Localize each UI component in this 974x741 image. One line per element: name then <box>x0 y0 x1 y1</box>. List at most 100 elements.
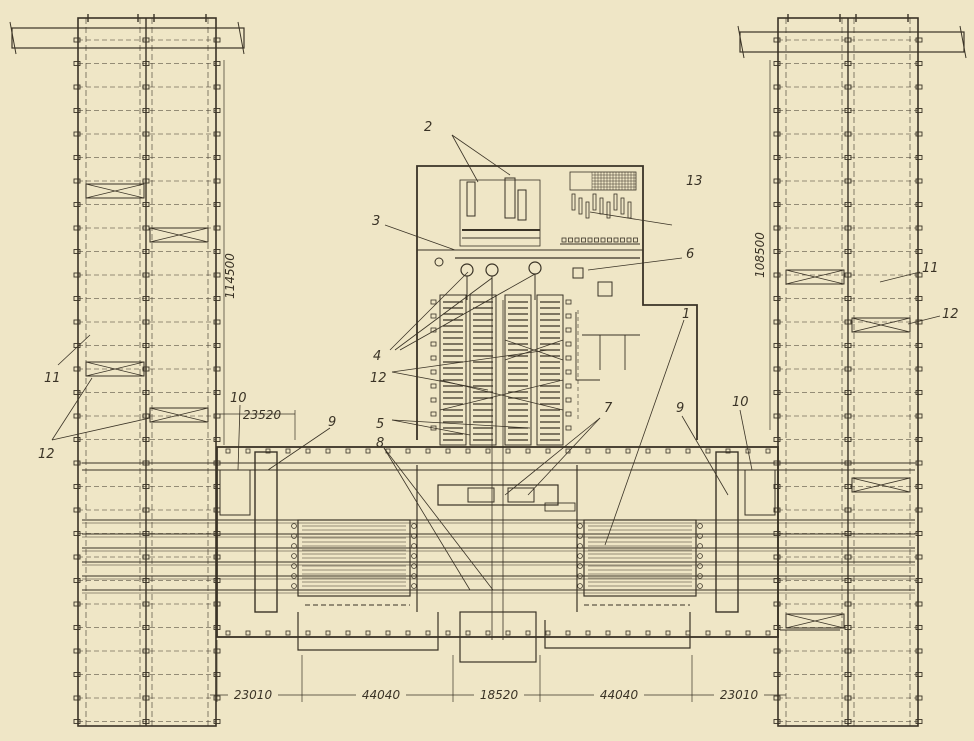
leader-9-left <box>267 427 331 471</box>
column-20-a <box>773 507 781 513</box>
bottom-dim-5: 23010 <box>720 688 759 702</box>
column-25-b <box>844 625 852 630</box>
column-3-c <box>213 108 221 113</box>
right-wing-column-grid <box>773 14 923 724</box>
callout-1: 1 <box>682 307 690 322</box>
hall-column-bottom <box>485 630 491 636</box>
column-4-c <box>213 131 221 137</box>
battery-door-right <box>697 563 703 569</box>
column-0-b <box>142 37 150 43</box>
column-11-c <box>915 296 923 301</box>
column-9-a <box>73 249 81 254</box>
column-2-b <box>844 84 852 90</box>
column-10-a <box>773 272 781 278</box>
hall-column-top <box>665 448 671 454</box>
shaft-column-right <box>565 313 572 319</box>
hall-column-bottom <box>545 630 551 636</box>
column-4-c <box>915 131 923 137</box>
callout-11-left: 11 <box>44 371 61 386</box>
bottom-dim-1: 23010 <box>234 688 273 702</box>
shaft-1 <box>469 294 497 446</box>
main-horizontal-hall <box>82 300 915 663</box>
column-17-b <box>844 437 852 442</box>
column-20-c <box>915 507 923 513</box>
hall-column-bottom <box>265 630 271 636</box>
column-10-a <box>73 272 81 278</box>
leader-10-left <box>237 404 241 471</box>
hall-column-bottom <box>765 630 771 636</box>
leader-8b <box>383 447 471 591</box>
column-3-c <box>915 108 923 113</box>
battery-door-right <box>697 523 703 529</box>
column-27-a <box>73 672 81 677</box>
leader-10-right <box>739 409 753 471</box>
hall-column-top <box>605 448 611 454</box>
south-annex-right <box>544 612 691 649</box>
leader-5a <box>391 419 471 436</box>
column-28-b <box>142 695 150 701</box>
column-22-b <box>844 554 852 560</box>
leader-12-left-a <box>51 377 93 441</box>
shaft-column-right <box>565 341 572 347</box>
column-9-b <box>844 249 852 254</box>
battery-door-left <box>291 543 297 549</box>
leader-12-left-b <box>51 417 151 441</box>
transfer-car-right <box>715 451 739 613</box>
column-10-c <box>213 272 221 278</box>
right-wing-crane-girder-1 <box>785 269 845 285</box>
column-11-a <box>73 296 81 301</box>
hall-column-top <box>545 448 551 454</box>
leader-7a <box>504 417 601 496</box>
column-19-b <box>844 484 852 489</box>
hall-column-bottom <box>745 630 751 636</box>
unloading-station-left <box>219 469 251 516</box>
column-8-c <box>213 225 221 231</box>
central-tower-block <box>416 165 698 446</box>
column-18-c <box>915 460 923 466</box>
column-15-b <box>142 390 150 395</box>
hall-column-bottom <box>525 630 531 636</box>
right-wing-bay <box>737 14 967 727</box>
callout-13: 13 <box>686 174 703 189</box>
column-0-a <box>73 37 81 43</box>
battery-door-left <box>291 573 297 579</box>
column-15-a <box>73 390 81 395</box>
column-2-b <box>142 84 150 90</box>
column-12-b <box>142 319 150 325</box>
battery-door-left <box>291 523 297 529</box>
column-3-b <box>844 108 852 113</box>
column-8-b <box>844 225 852 231</box>
panel-unit <box>592 193 597 211</box>
hall-column-bottom <box>465 630 471 636</box>
callout-2: 2 <box>424 120 432 135</box>
south-annex-center <box>459 611 537 663</box>
bottom-dim-3: 18520 <box>480 688 519 702</box>
column-6-c <box>915 178 923 184</box>
panel-cell <box>633 237 638 243</box>
shaft-column-left <box>430 313 437 319</box>
hall-column-top <box>285 448 291 454</box>
battery-door-right <box>697 573 703 579</box>
callout-12-right: 12 <box>942 307 959 322</box>
left-wing-break-line <box>9 21 245 55</box>
panel-cell <box>626 237 632 243</box>
column-27-c <box>915 672 923 677</box>
column-28-c <box>915 695 923 701</box>
column-11-c <box>213 296 221 301</box>
column-17-a <box>73 437 81 442</box>
leader-11-right <box>879 271 921 283</box>
hall-column-bottom <box>305 630 311 636</box>
panel-cell <box>613 237 619 243</box>
callout-12-center: 12 <box>370 371 387 386</box>
shaft-column-right <box>565 425 572 431</box>
column-25-a <box>773 625 781 630</box>
column-27-a <box>773 672 781 677</box>
hall-column-top <box>405 448 411 454</box>
shaft-2 <box>504 294 532 446</box>
column-17-c <box>915 437 923 442</box>
column-16-c <box>915 413 923 419</box>
hall-column-bottom <box>225 630 231 636</box>
panel-cell <box>587 237 593 243</box>
column-9-c <box>915 249 923 254</box>
battery-door-right <box>697 583 703 589</box>
